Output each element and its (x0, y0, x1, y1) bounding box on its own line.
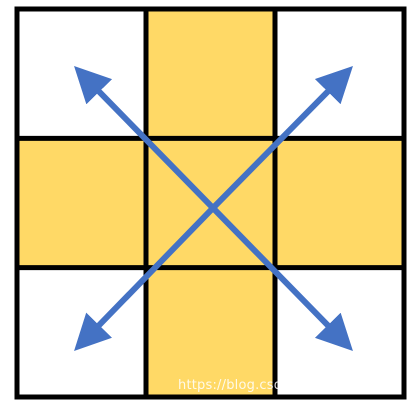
cell-r0-c1 (146, 9, 275, 139)
diagonal-arrows (74, 65, 353, 352)
watermark-text: https://blog.csdn.net/Bob__yuan (178, 378, 394, 393)
grid-lines (14, 6, 407, 400)
cell-r1-c0 (17, 138, 146, 268)
cell-r0-c2 (275, 9, 404, 139)
arrow-bottom-right (210, 205, 353, 352)
cell-r2-c0 (17, 267, 146, 397)
arrow-top-left (74, 65, 216, 211)
arrow-top-right (210, 66, 353, 211)
arrow-bottom-left (74, 205, 216, 352)
cell-r1-c2 (275, 138, 404, 268)
cell-r2-c1 (146, 267, 275, 397)
